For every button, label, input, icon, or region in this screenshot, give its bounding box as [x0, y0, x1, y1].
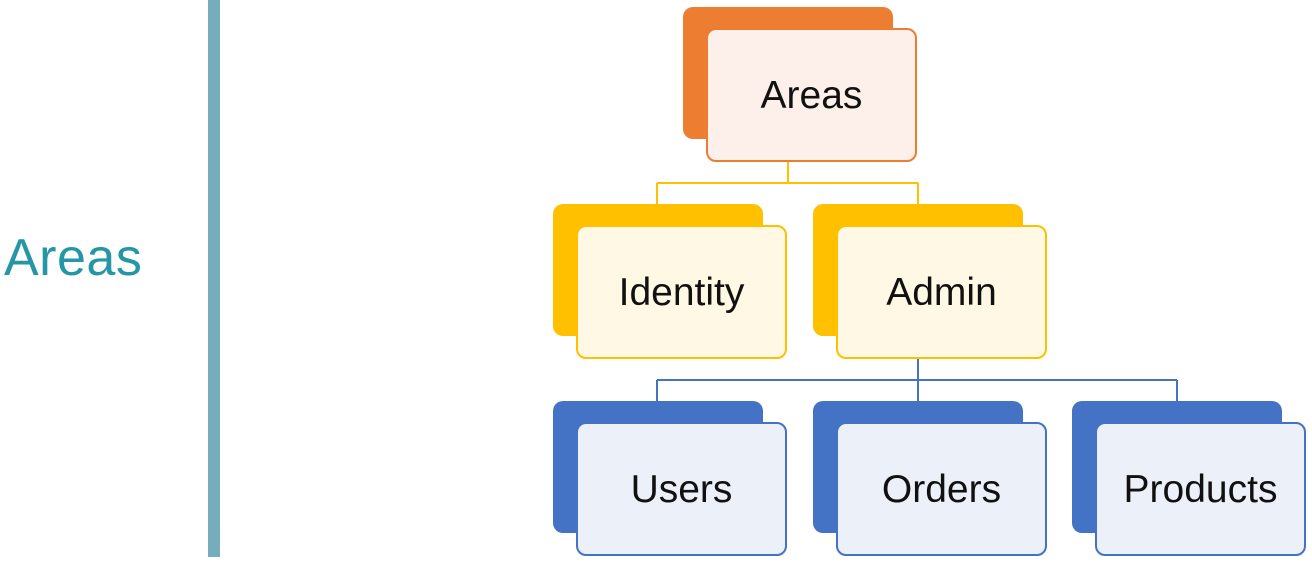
node-identity-label: Identity — [618, 271, 745, 314]
node-orders-box: Orders — [836, 422, 1047, 556]
node-identity-box: Identity — [576, 225, 787, 359]
node-products: Products — [1072, 401, 1308, 559]
node-users-box: Users — [576, 422, 787, 556]
node-areas: Areas — [683, 7, 919, 165]
connector-admin-to-level3 — [656, 358, 1178, 401]
node-products-label: Products — [1123, 468, 1278, 511]
node-users: Users — [553, 401, 789, 559]
node-orders-label: Orders — [881, 468, 1002, 511]
node-identity: Identity — [553, 204, 789, 362]
node-admin-label: Admin — [886, 271, 997, 314]
node-admin-box: Admin — [836, 225, 1047, 359]
slide-title: Areas — [4, 229, 143, 287]
node-orders: Orders — [813, 401, 1049, 559]
node-areas-label: Areas — [760, 74, 863, 117]
node-admin: Admin — [813, 204, 1049, 362]
node-users-label: Users — [630, 468, 733, 511]
divider-bar — [208, 0, 220, 557]
node-areas-box: Areas — [706, 28, 917, 162]
connector-root-to-level2 — [656, 162, 919, 206]
node-products-box: Products — [1095, 422, 1306, 556]
